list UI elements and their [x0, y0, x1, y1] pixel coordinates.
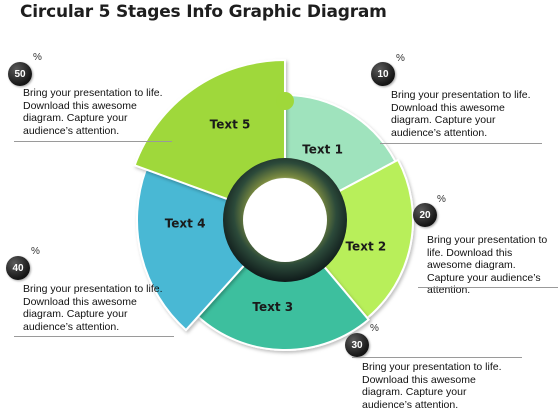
percent-badge: 10 [371, 62, 395, 86]
percent-sign: % [370, 323, 379, 334]
percent-badge: 20 [413, 203, 437, 227]
segment-label-5: Text 5 [210, 118, 251, 132]
segment-label-1: Text 1 [302, 142, 343, 156]
callout-divider [14, 141, 172, 142]
percent-sign: % [33, 52, 42, 63]
callout-divider [380, 143, 542, 144]
segment-label-3: Text 3 [252, 300, 293, 314]
callout-text: Bring your presentation to life. Downloa… [23, 87, 163, 137]
segment-label-2: Text 2 [345, 239, 386, 253]
percent-badge: 50 [8, 62, 32, 86]
segment-label-4: Text 4 [165, 216, 206, 230]
callout-text: Bring your presentation to life. Downloa… [362, 361, 502, 411]
percent-badge: 30 [345, 333, 369, 357]
percent-sign: % [396, 53, 405, 64]
percent-sign: % [437, 194, 446, 205]
callout-text: Bring your presentation to life. Downloa… [391, 89, 531, 139]
hub-center [243, 178, 327, 262]
percent-badge: 40 [6, 256, 30, 280]
segment-labels: Text 1 Text 2 Text 3 Text 4 Text 5 [165, 118, 387, 314]
callout-divider [418, 287, 558, 288]
puzzle-knob-5 [276, 92, 294, 110]
page-title: Circular 5 Stages Info Graphic Diagram [20, 2, 387, 22]
callout-text: Bring your presentation to life. Downloa… [427, 234, 548, 296]
callout-text: Bring your presentation to life. Downloa… [23, 283, 163, 333]
callout-divider [14, 336, 174, 337]
percent-sign: % [31, 246, 40, 257]
callout-divider [352, 357, 522, 358]
